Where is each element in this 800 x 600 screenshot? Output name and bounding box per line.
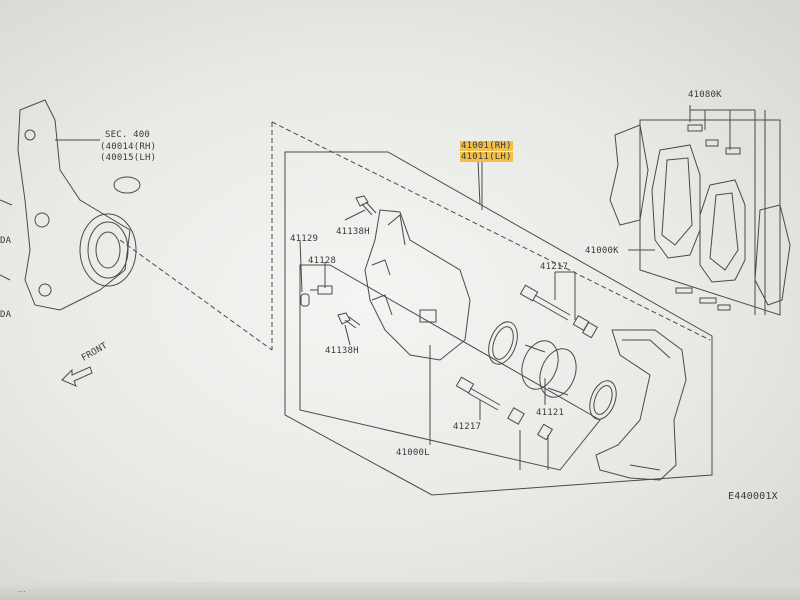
brake-pad-inner <box>699 179 746 283</box>
label-41080k: 41080K <box>688 90 722 100</box>
guide-pin-41217-bottom <box>455 376 554 441</box>
label-41011-highlighted: 41011(LH) <box>460 152 513 162</box>
caliper-bracket <box>595 329 687 481</box>
label-cut-da-1: DA <box>0 236 12 246</box>
steering-knuckle <box>0 99 141 311</box>
bolt-41138h-bottom <box>337 312 361 329</box>
label-cut-da-2: DA <box>0 310 12 320</box>
label-sec-400: SEC. 400 <box>105 130 150 140</box>
pad-shim-right <box>754 204 791 306</box>
piston-41121 <box>521 340 577 398</box>
taskbar-text: ... <box>18 585 26 594</box>
label-41217-bottom: 41217 <box>453 422 482 432</box>
label-41000k: 41000K <box>585 246 619 256</box>
caliper-body <box>364 209 471 361</box>
label-40015: (40015(LH) <box>100 153 157 163</box>
pad-shim-left <box>609 124 649 226</box>
cap-41129 <box>300 293 310 307</box>
label-41128: 41128 <box>308 256 337 266</box>
pad-clips <box>675 124 741 311</box>
label-41129: 41129 <box>290 234 319 244</box>
label-41138h-top: 41138H <box>336 227 370 237</box>
bleeder-41128 <box>310 285 333 295</box>
bolt-41138h-top <box>355 195 377 216</box>
label-41138h-bottom: 41138H <box>325 346 359 356</box>
label-41217-top: 41217 <box>540 262 569 272</box>
front-arrow-icon <box>61 366 93 387</box>
piston-seal-outer <box>488 321 518 365</box>
knuckle-leader-line <box>119 239 273 351</box>
guide-pin-41217-top <box>519 284 599 339</box>
leader-lines <box>299 159 655 470</box>
label-41000l: 41000L <box>396 448 430 458</box>
label-41121: 41121 <box>536 408 565 418</box>
assembly-frame <box>284 151 713 496</box>
diagram-code: E440001X <box>728 491 778 502</box>
dust-boot <box>589 380 617 420</box>
taskbar: ... <box>0 582 800 600</box>
label-40014: (40014(RH) <box>100 142 157 152</box>
label-41001-highlighted: 41001(RH) <box>460 141 513 151</box>
brake-pad-outer <box>651 144 701 259</box>
